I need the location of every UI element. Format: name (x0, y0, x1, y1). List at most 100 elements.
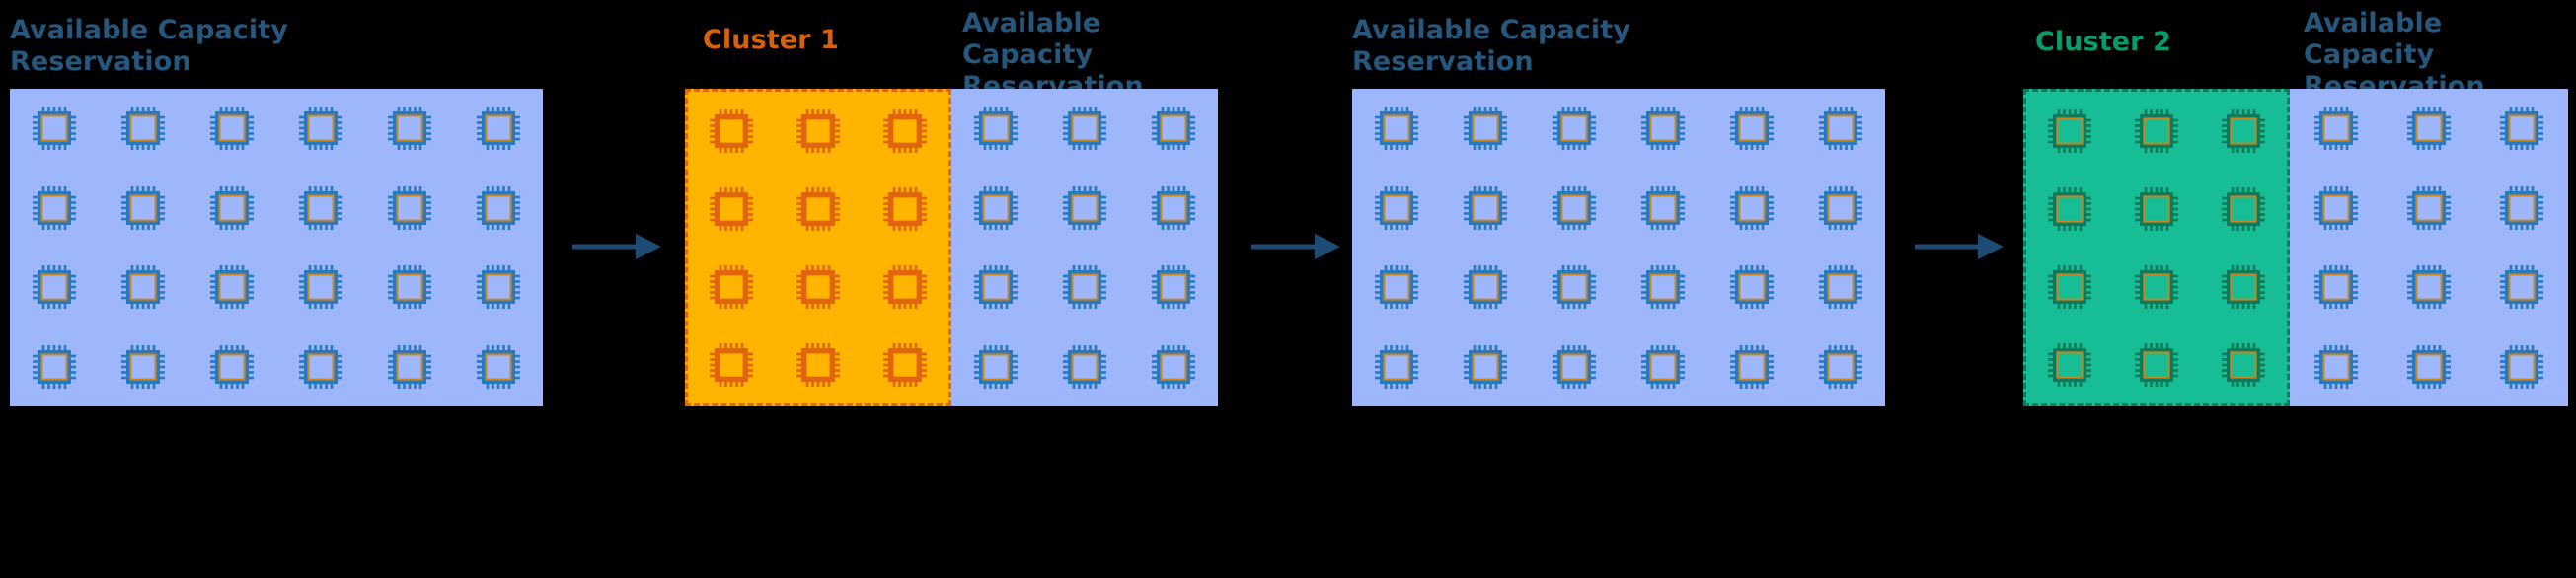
cpu-chip-icon (204, 259, 260, 315)
cpu-chip-icon (471, 339, 526, 395)
cpu-chip-icon (791, 337, 846, 393)
cpu-chip-icon (1057, 101, 1112, 156)
cpu-chip-icon (1635, 259, 1691, 315)
cpu-chip-icon (2401, 339, 2457, 395)
cpu-chip-icon (2216, 181, 2271, 237)
cpu-chip-icon (382, 181, 437, 236)
cpu-chip-icon (2216, 104, 2271, 159)
cpu-chip-icon (2129, 337, 2184, 393)
cpu-chip-icon (1458, 181, 1513, 236)
cpu-chip-icon (293, 181, 348, 236)
panel-4-cluster-2 (2023, 89, 2290, 406)
cpu-chip-icon (382, 339, 437, 395)
cpu-chip-icon (1369, 101, 1424, 156)
panel-1-label: Available Capacity Reservation (10, 15, 288, 77)
cpu-chip-icon (968, 259, 1023, 315)
panel-4-cluster-label: Cluster 2 (2035, 27, 2171, 57)
cpu-chip-icon (1635, 339, 1691, 395)
cpu-chip-icon (382, 101, 437, 156)
panel-3-label: Available Capacity Reservation (1352, 15, 1630, 77)
cpu-chip-icon (27, 101, 82, 156)
cpu-chip-icon (2309, 339, 2364, 395)
cpu-chip-icon (2309, 259, 2364, 315)
cpu-chip-icon (1458, 339, 1513, 395)
arrow-right-icon-1 (572, 227, 661, 266)
cpu-chip-icon (471, 101, 526, 156)
cpu-chip-icon (791, 181, 846, 237)
cpu-chip-icon (968, 339, 1023, 395)
cpu-chip-icon (2494, 181, 2549, 236)
panel-1-available-capacity (10, 89, 543, 406)
cpu-chip-icon (115, 339, 171, 395)
cpu-chip-icon (1369, 339, 1424, 395)
cpu-chip-icon (2042, 259, 2097, 315)
panel-3-chip-grid (1352, 89, 1885, 406)
cpu-chip-icon (1635, 101, 1691, 156)
cpu-chip-icon (704, 337, 759, 393)
panel-4-available-chip-grid (2290, 89, 2568, 406)
cpu-chip-icon (1146, 339, 1201, 395)
cpu-chip-icon (877, 181, 933, 237)
cpu-chip-icon (2216, 337, 2271, 393)
cpu-chip-icon (791, 259, 846, 315)
cpu-chip-icon (2401, 101, 2457, 156)
cpu-chip-icon (1813, 339, 1868, 395)
cpu-chip-icon (1547, 181, 1602, 236)
cpu-chip-icon (115, 181, 171, 236)
cpu-chip-icon (704, 181, 759, 237)
cpu-chip-icon (115, 259, 171, 315)
cpu-chip-icon (1724, 259, 1780, 315)
cpu-chip-icon (1369, 181, 1424, 236)
panel-3-available-capacity (1352, 89, 1885, 406)
cpu-chip-icon (293, 259, 348, 315)
cpu-chip-icon (27, 259, 82, 315)
cpu-chip-icon (1724, 339, 1780, 395)
cpu-chip-icon (2494, 339, 2549, 395)
cpu-chip-icon (2401, 259, 2457, 315)
cpu-chip-icon (2309, 181, 2364, 236)
cpu-chip-icon (2401, 181, 2457, 236)
cpu-chip-icon (293, 339, 348, 395)
cpu-chip-icon (877, 104, 933, 159)
cpu-chip-icon (1369, 259, 1424, 315)
cpu-chip-icon (2494, 101, 2549, 156)
panel-1-chip-grid (10, 89, 543, 406)
cpu-chip-icon (204, 101, 260, 156)
cpu-chip-icon (1724, 181, 1780, 236)
cpu-chip-icon (1635, 181, 1691, 236)
cpu-chip-icon (704, 104, 759, 159)
cpu-chip-icon (2129, 104, 2184, 159)
cpu-chip-icon (293, 101, 348, 156)
cpu-chip-icon (27, 181, 82, 236)
panel-2-cluster-1 (685, 89, 951, 406)
panel-2-cluster-label: Cluster 1 (703, 25, 839, 55)
cpu-chip-icon (1813, 101, 1868, 156)
cpu-chip-icon (2042, 181, 2097, 237)
cpu-chip-icon (791, 104, 846, 159)
cpu-chip-icon (115, 101, 171, 156)
cpu-chip-icon (2042, 337, 2097, 393)
cpu-chip-icon (27, 339, 82, 395)
cpu-chip-icon (1547, 339, 1602, 395)
panel-2-available-capacity (951, 89, 1218, 406)
cpu-chip-icon (1146, 181, 1201, 236)
cpu-chip-icon (2129, 259, 2184, 315)
cpu-chip-icon (704, 259, 759, 315)
cpu-chip-icon (1458, 101, 1513, 156)
arrow-right-icon-3 (1915, 227, 2004, 266)
cpu-chip-icon (204, 339, 260, 395)
cpu-chip-icon (2494, 259, 2549, 315)
cpu-chip-icon (1146, 259, 1201, 315)
arrow-right-icon-2 (1251, 227, 1340, 266)
cpu-chip-icon (471, 181, 526, 236)
cpu-chip-icon (1146, 101, 1201, 156)
cpu-chip-icon (1813, 181, 1868, 236)
cpu-chip-icon (1057, 259, 1112, 315)
cpu-chip-icon (877, 337, 933, 393)
panel-4-cluster-chip-grid (2026, 92, 2287, 403)
cpu-chip-icon (2216, 259, 2271, 315)
cpu-chip-icon (2309, 101, 2364, 156)
panel-2-cluster-chip-grid (688, 92, 948, 403)
cpu-chip-icon (1813, 259, 1868, 315)
cpu-chip-icon (204, 181, 260, 236)
